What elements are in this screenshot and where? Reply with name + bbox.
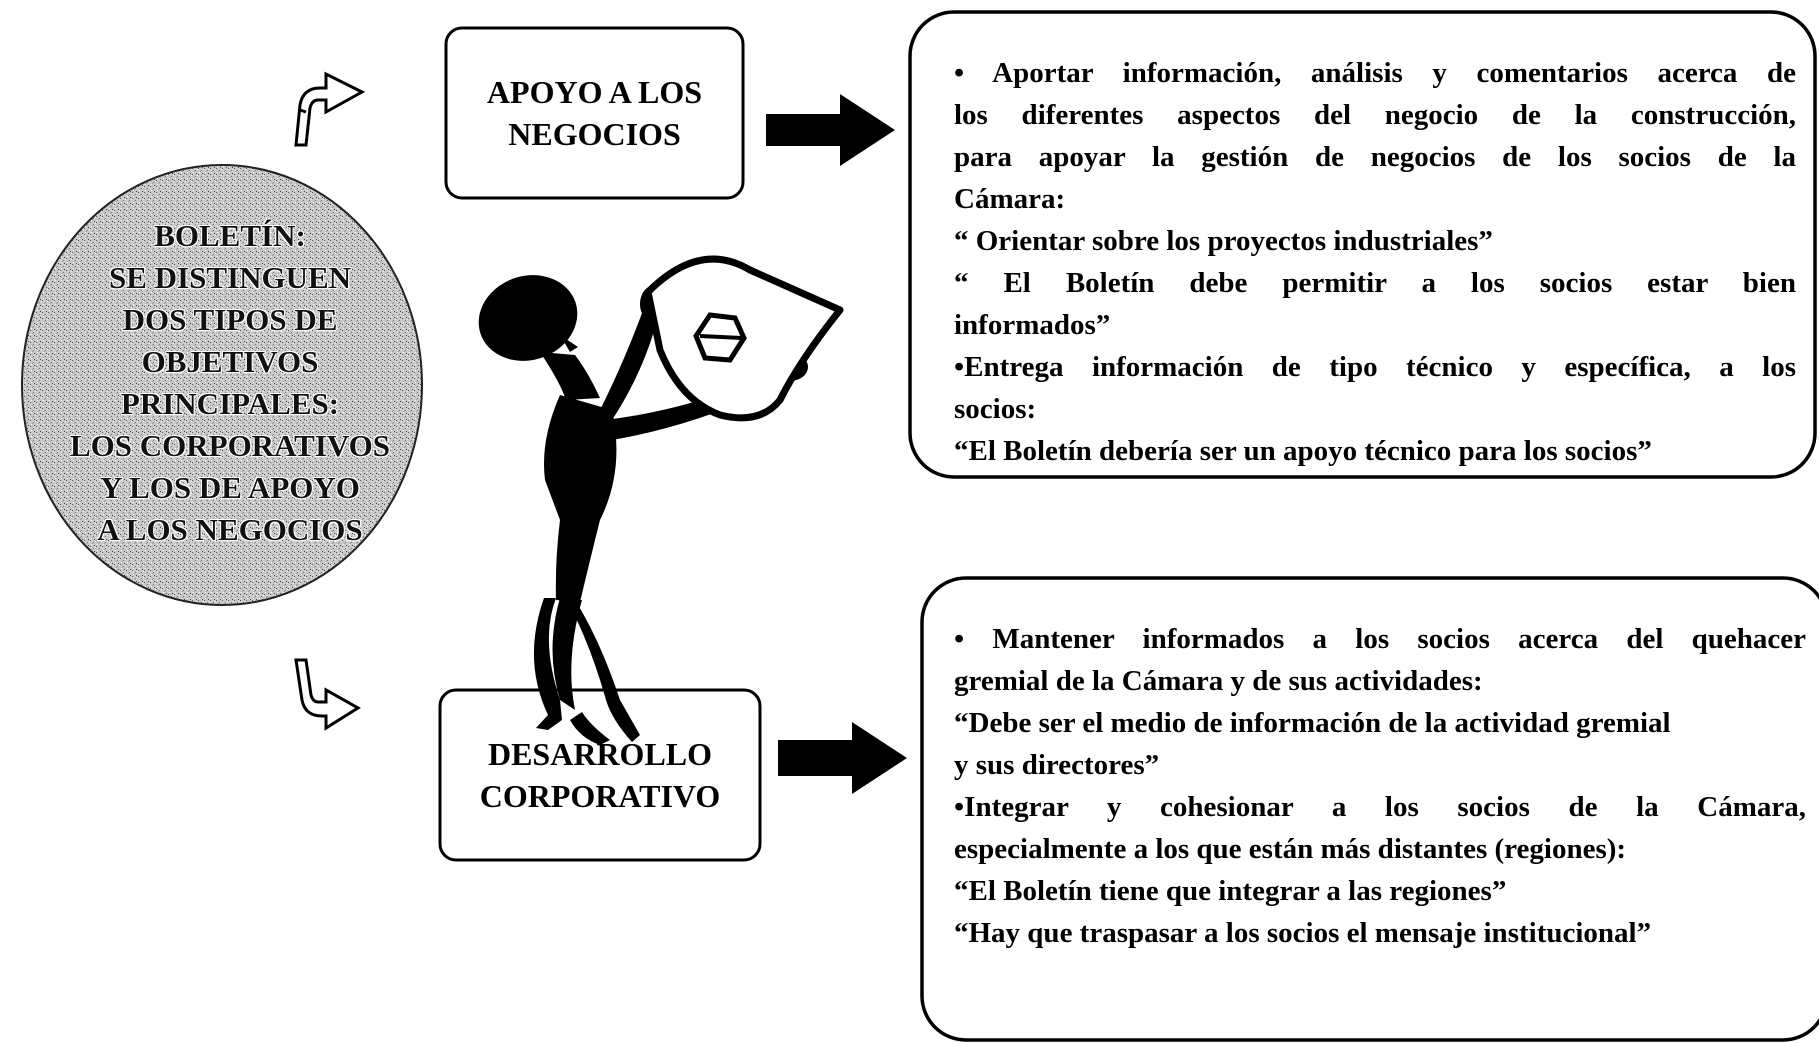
box-business-line: APOYO A LOS [486,74,703,110]
arrow-right-corporate-icon [778,722,907,794]
box-business-frame [444,26,745,200]
info-line: •Entrega información de tipo técnico y e… [954,351,1796,383]
curved-arrow-up-icon [294,71,366,147]
info-line: para apoyar la gestión de negocios de lo… [954,141,1796,173]
info-line: informados” [954,309,1111,341]
info-business-frame [908,10,1817,479]
box-corporate-frame [438,688,762,862]
oval-line: A LOS NEGOCIOS [97,512,363,547]
oval-line: Y LOS DE APOYO [100,470,360,505]
info-line: “El Boletín debería ser un apoyo técnico… [954,435,1652,467]
box-corporate-line: DESARROLLO [487,736,713,772]
info-line: “ Orientar sobre los proyectos industria… [954,225,1493,257]
info-line: gremial de la Cámara y de sus actividade… [954,665,1483,697]
info-line: • Aportar información, análisis y coment… [954,57,1796,89]
info-line: “El Boletín tiene que integrar a las reg… [954,875,1507,907]
oval-line: SE DISTINGUEN [108,260,352,295]
info-line: los diferentes aspectos del negocio de l… [954,99,1796,131]
oval-line: BOLETÍN: [154,218,306,253]
box-corporate-line: CORPORATIVO [479,778,721,814]
figure-with-sign-illustration [478,255,844,745]
info-business-text: • Aportar información, análisis y coment… [954,52,1796,472]
info-line: socios: [954,393,1037,425]
oval-line: DOS TIPOS DE [122,302,338,337]
info-line: •Integrar y cohesionar a los socios de l… [954,791,1806,823]
info-line: especialmente a los que están más distan… [954,833,1627,865]
info-corporate-text: • Mantener informados a los socios acerc… [954,618,1806,954]
info-line: “Debe ser el medio de información de la … [954,707,1671,739]
curved-arrow-down-icon [294,658,361,731]
box-business-line: NEGOCIOS [508,116,681,152]
oval-line: LOS CORPORATIVOS [69,428,391,463]
info-corporate-frame [920,576,1819,1042]
info-line: • Mantener informados a los socios acerc… [954,623,1806,655]
oval-line: OBJETIVOS [141,344,319,379]
info-line: y sus directores” [954,749,1160,781]
oval-text: BOLETÍN: SE DISTINGUEN DOS TIPOS DE OBJE… [20,215,440,551]
topic-oval [21,164,423,606]
arrow-right-business-icon [766,94,895,166]
box-business-label: APOYO A LOS NEGOCIOS [446,28,743,198]
info-line: “ El Boletín debe permitir a los socios … [954,267,1796,299]
oval-line: PRINCIPALES: [120,386,340,421]
info-line: Cámara: [954,183,1066,215]
info-line: “Hay que traspasar a los socios el mensa… [954,917,1652,949]
box-corporate-label: DESARROLLO CORPORATIVO [440,690,760,860]
